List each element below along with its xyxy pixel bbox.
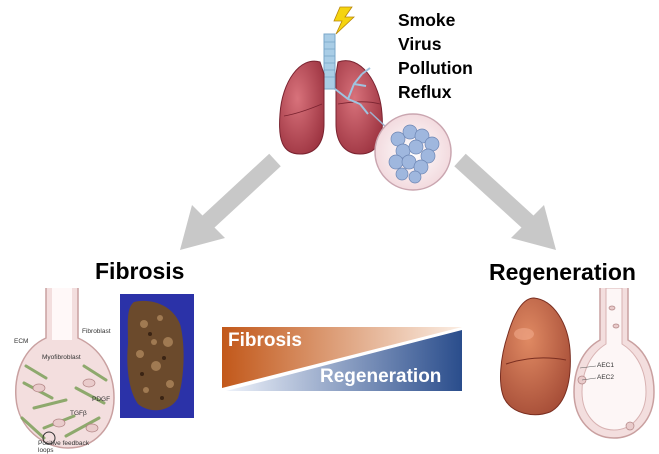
fibrotic-lung-photo <box>120 294 194 418</box>
arrow-to-regeneration <box>454 153 556 250</box>
regeneration-wedge <box>226 330 462 391</box>
healthy-lung-photo <box>500 297 571 416</box>
label-feedback-loops: Positive feedback loops <box>38 440 89 454</box>
trigger-pollution: Pollution <box>398 58 473 78</box>
banner-regeneration-label: Regeneration <box>320 366 442 387</box>
label-aec1: AEC1 <box>597 362 614 369</box>
label-ecm: ECM <box>14 338 29 345</box>
lung-illustration <box>279 6 452 191</box>
label-pdgf: PDGF <box>92 396 111 403</box>
trigger-list: Smoke Virus Pollution Reflux <box>398 8 473 104</box>
fibrosis-regeneration-banner <box>222 327 462 391</box>
right-lung <box>335 60 383 155</box>
label-aec2: AEC2 <box>597 374 614 381</box>
label-myofibroblast: Myofibroblast <box>42 354 81 361</box>
fibrosis-schematic <box>15 288 115 449</box>
fibrosis-heading: Fibrosis <box>95 258 185 284</box>
label-fibroblast: Fibroblast <box>82 328 111 335</box>
trigger-virus: Virus <box>398 34 442 54</box>
banner-fibrosis-label: Fibrosis <box>228 330 302 351</box>
regeneration-heading: Regeneration <box>489 259 636 285</box>
trigger-reflux: Reflux <box>398 82 452 102</box>
regeneration-schematic <box>573 288 655 439</box>
label-tgf: TGFβ <box>70 410 87 417</box>
trigger-smoke: Smoke <box>398 10 456 30</box>
lightning-icon <box>333 6 356 35</box>
fibrosis-wedge <box>222 327 462 388</box>
arrow-to-fibrosis <box>180 153 281 250</box>
left-lung <box>279 60 325 155</box>
